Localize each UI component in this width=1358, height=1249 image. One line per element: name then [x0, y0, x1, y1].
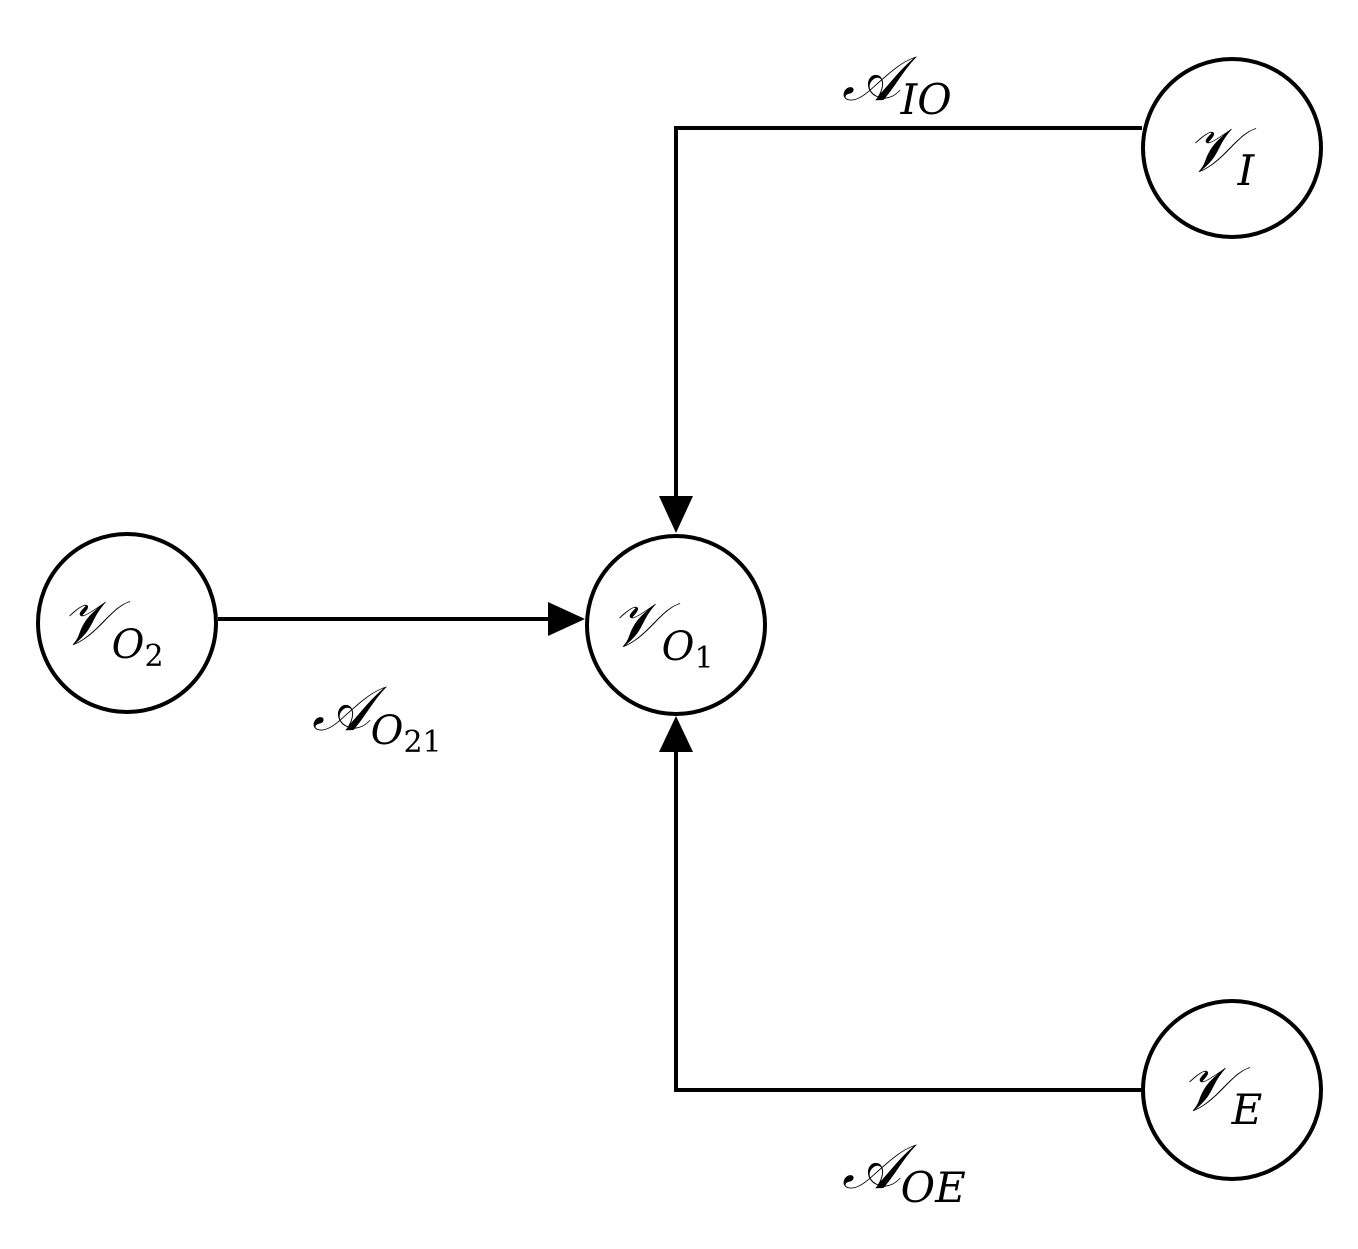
edge-a-io-arrowhead	[659, 496, 693, 533]
node-v-i: 𝒱I	[1141, 57, 1323, 239]
edge-a-io	[659, 126, 1142, 533]
node-v-o2-circle	[36, 532, 218, 714]
edge-label-a-io: 𝒜IO	[842, 42, 952, 124]
edge-label-a-o21: 𝒜O21	[312, 672, 442, 760]
edge-a-oe	[659, 716, 1142, 1092]
edge-a-oe-line	[674, 750, 1142, 1092]
node-v-o2: 𝒱O2	[36, 532, 218, 714]
edge-a-oe-arrowhead	[659, 716, 693, 752]
node-v-i-circle	[1141, 57, 1323, 239]
edge-a-o21-arrowhead	[548, 602, 585, 636]
edge-a-io-line	[674, 126, 1142, 500]
edge-label-a-oe: 𝒜OE	[842, 1130, 966, 1212]
edge-a-o21	[218, 602, 585, 636]
node-v-e: 𝒱E	[1141, 999, 1323, 1181]
node-v-o1-circle	[585, 534, 767, 716]
node-v-e-circle	[1141, 999, 1323, 1181]
node-v-o1: 𝒱O1	[585, 534, 767, 716]
node-v-e-label: 𝒱E	[1180, 1052, 1262, 1134]
